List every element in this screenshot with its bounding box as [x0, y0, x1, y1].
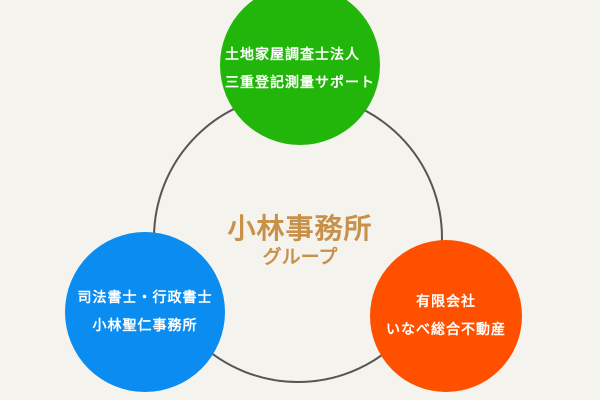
node-survey-corporation: 土地家屋調査士法人 三重登記測量サポート	[220, 0, 380, 145]
group-title-main: 小林事務所	[227, 212, 373, 245]
node-line1: 有限会社	[416, 294, 476, 310]
node-line1: 司法書士・行政書士	[77, 290, 213, 306]
node-line2: 小林聖仁事務所	[92, 318, 198, 334]
node-line2: 三重登記測量サポート	[225, 75, 375, 91]
group-title-sub: グループ	[262, 246, 338, 268]
node-judicial-scrivener: 司法書士・行政書士 小林聖仁事務所	[65, 232, 225, 392]
node-real-estate: 有限会社 いなべ総合不動産	[370, 240, 522, 392]
node-line2: いなべ総合不動産	[386, 322, 506, 338]
node-line1: 土地家屋調査士法人	[225, 47, 360, 63]
group-title: 小林事務所 グループ	[200, 212, 400, 268]
